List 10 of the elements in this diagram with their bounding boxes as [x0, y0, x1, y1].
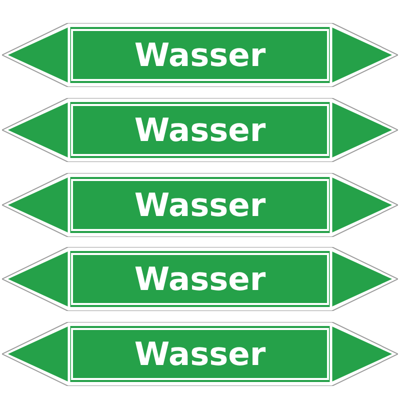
medium-label: Wasser [133, 185, 267, 226]
pipe-marker-label [2, 173, 398, 237]
pipe-marker-label [2, 247, 398, 311]
pipe-marker-label [2, 98, 398, 162]
medium-label: Wasser [133, 259, 267, 300]
pipe-marker-label [2, 322, 398, 386]
medium-label: Wasser [133, 334, 267, 375]
medium-label: Wasser [133, 110, 267, 151]
pipe-marker-label [2, 23, 398, 87]
medium-label: Wasser [133, 35, 267, 76]
